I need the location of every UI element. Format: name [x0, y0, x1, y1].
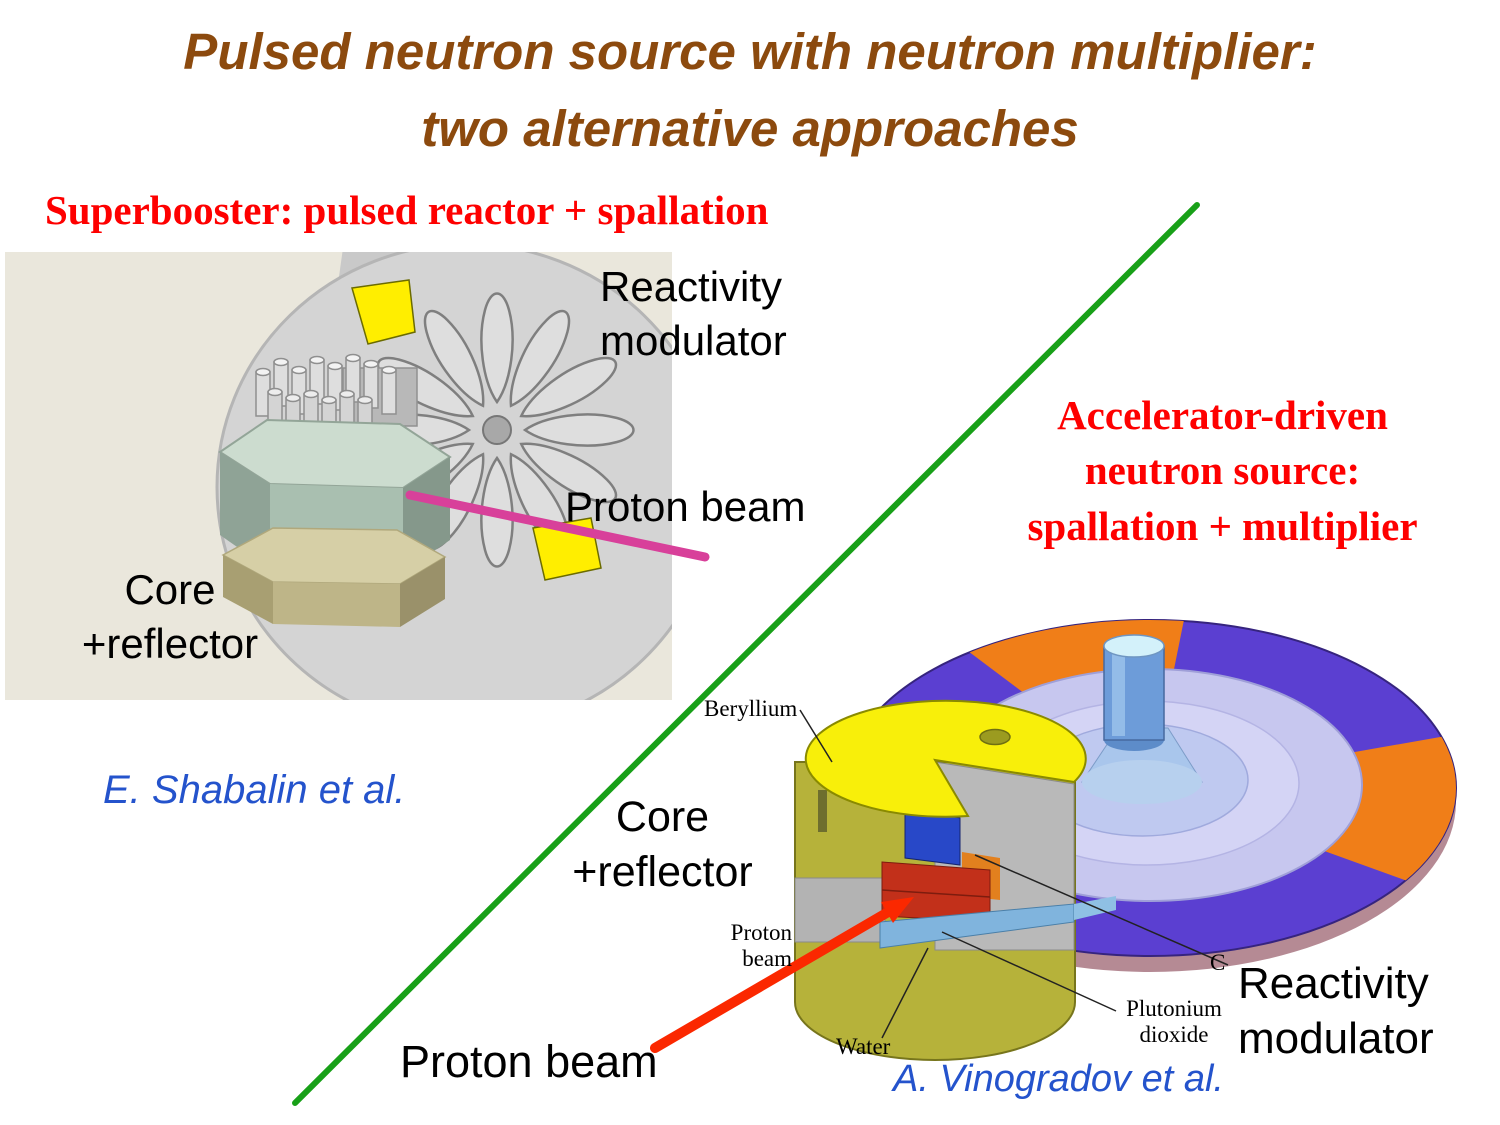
- beam-hole: [979, 728, 1011, 746]
- proton-beam-label-right: Proton beam: [400, 1036, 658, 1087]
- plutonium-dioxide-label: Plutonium dioxide: [1126, 996, 1222, 1048]
- slide-title: Pulsed neutron source with neutron multi…: [183, 23, 1317, 157]
- accelerator-heading: Accelerator-driven neutron source: spall…: [1027, 392, 1418, 549]
- core-reflector-label-right: Core +reflector: [572, 793, 753, 897]
- center-shaft-cylinder: [1103, 634, 1165, 751]
- superbooster-heading: Superbooster: pulsed reactor + spallatio…: [45, 187, 769, 233]
- reactivity-modulator-label-left: Reactivity modulator: [600, 263, 787, 364]
- reflector-band: [794, 877, 886, 943]
- attribution-shabalin: E. Shabalin et al.: [103, 768, 406, 812]
- core-reflector-label-left: Core +reflector: [81, 566, 259, 667]
- proton-beam-small-label: Proton beam: [730, 920, 792, 972]
- beryllium-label: Beryllium: [704, 696, 798, 721]
- reactivity-modulator-label-right: Reactivity modulator: [1238, 959, 1434, 1064]
- water-label: Water: [836, 1034, 891, 1059]
- core-reflector-assembly-right: [794, 699, 1116, 1061]
- proton-beam-label-left: Proton beam: [565, 483, 806, 530]
- partial-label-c: C: [1210, 950, 1226, 975]
- attribution-vinogradov: A. Vinogradov et al.: [893, 1058, 1224, 1100]
